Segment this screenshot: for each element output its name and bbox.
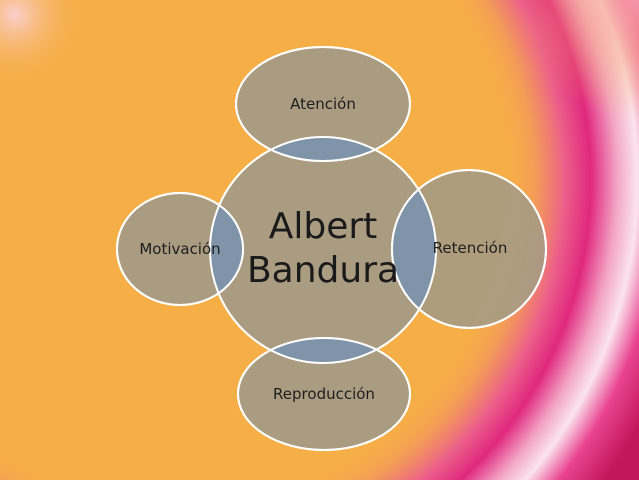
top-circle-outline [235, 46, 411, 162]
right-circle-outline [391, 169, 547, 329]
node-label-bottom: Reproducción [273, 385, 375, 403]
center-label-line2: Bandura [246, 250, 400, 291]
center-label-line1: Albert [268, 206, 378, 247]
center-circle-outline [209, 136, 437, 364]
left-circle-outline [116, 192, 244, 306]
center-label: Albert Bandura [247, 205, 399, 293]
node-label-top: Atención [290, 95, 356, 113]
node-label-left: Motivación [139, 240, 221, 258]
node-label-right: Retención [432, 239, 508, 257]
bottom-circle-outline [237, 337, 411, 451]
